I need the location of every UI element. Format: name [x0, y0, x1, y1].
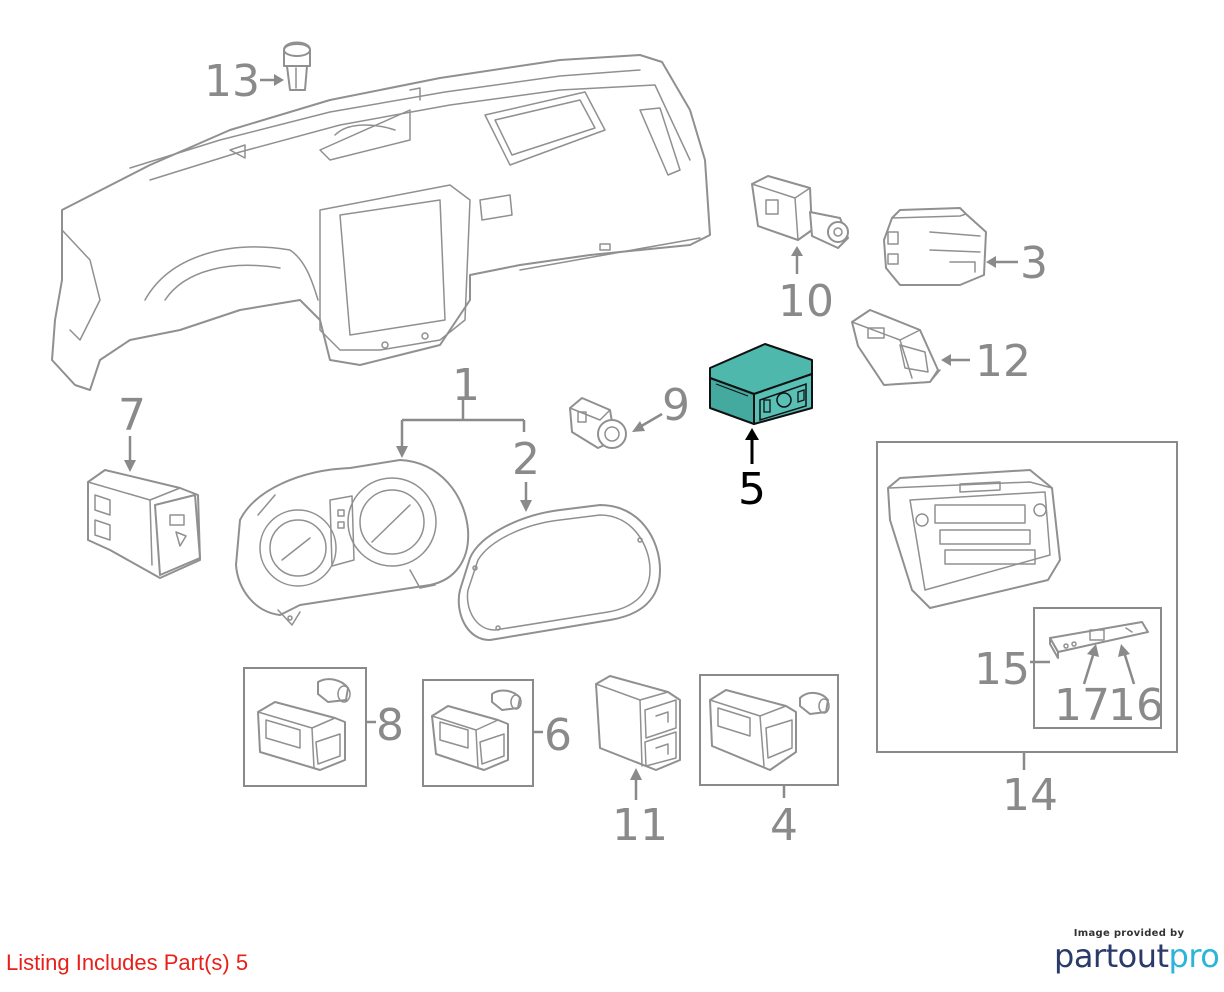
part-8-box — [243, 667, 367, 787]
part-7-drawing — [87, 469, 201, 579]
part-1-drawing — [235, 459, 470, 626]
part-14-drawing — [887, 469, 1061, 609]
part-15-drawing — [1049, 621, 1149, 659]
callout-6: 6 — [544, 710, 572, 761]
callout-1: 1 — [452, 360, 480, 411]
leader-16 — [1122, 651, 1136, 685]
callout-3: 3 — [1020, 238, 1048, 289]
leader-1 — [400, 400, 526, 450]
callout-12: 12 — [975, 336, 1031, 387]
part-3-drawing — [883, 207, 987, 286]
callout-13: 13 — [204, 56, 260, 107]
part-11-drawing — [595, 675, 681, 771]
callout-10: 10 — [778, 276, 834, 327]
part-4-drawing — [709, 689, 830, 771]
image-credit: Image provided by partoutpro — [1054, 928, 1220, 975]
callout-14: 14 — [1002, 770, 1058, 821]
partoutpro-logo: partoutpro — [1054, 937, 1220, 975]
part-13-drawing — [283, 41, 311, 91]
callout-11: 11 — [612, 800, 668, 851]
callout-8: 8 — [376, 700, 404, 751]
part-9-drawing — [569, 397, 627, 449]
part-2-drawing — [457, 504, 661, 641]
callout-2: 2 — [512, 434, 540, 485]
part-15-box — [1033, 607, 1162, 729]
part-12-drawing — [851, 309, 941, 386]
leader-17 — [1082, 651, 1096, 685]
part-5-drawing — [709, 343, 813, 425]
credit-line: Image provided by — [1073, 928, 1185, 939]
part-14-box — [876, 441, 1178, 753]
part-8-drawing — [257, 678, 351, 771]
brand-accent: pro — [1168, 937, 1220, 975]
callout-16: 16 — [1108, 680, 1164, 731]
callout-9: 9 — [662, 380, 690, 431]
part-4-box — [699, 674, 839, 786]
callout-7: 7 — [118, 390, 146, 441]
callout-5: 5 — [738, 464, 766, 515]
listing-note: Listing Includes Part(s) 5 — [6, 950, 249, 975]
callout-15: 15 — [974, 644, 1030, 695]
callout-17: 17 — [1054, 680, 1110, 731]
part-6-drawing — [431, 689, 522, 771]
callout-4: 4 — [770, 800, 798, 851]
instrument-panel-drawing — [51, 54, 711, 391]
part-10-drawing — [751, 175, 849, 249]
brand-main: partout — [1054, 937, 1169, 975]
